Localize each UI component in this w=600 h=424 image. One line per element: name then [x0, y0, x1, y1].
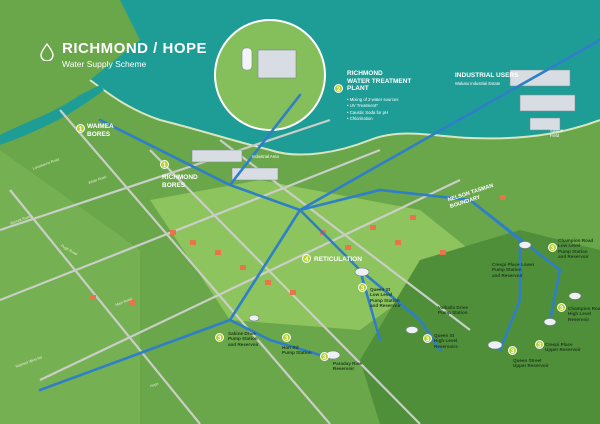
badge-richmond: 1 — [160, 160, 169, 169]
label-industrial-users: INDUSTRIAL USERS — [455, 72, 519, 79]
badge-paraday: 3 — [320, 352, 329, 361]
label-paraday: Paraday Rise Reservoir — [333, 361, 362, 372]
label-hart-rd: Hart Rd Pump Station — [282, 345, 312, 356]
badge-crespi-upper: 3 — [535, 340, 544, 349]
badge-queen-upper: 3 — [508, 346, 517, 355]
map-title: RICHMOND / HOPE — [62, 40, 208, 57]
label-saxton-field: Saxton Field — [550, 128, 564, 139]
reservoirs — [248, 241, 582, 360]
badge-queen-low: 3 — [358, 283, 367, 292]
treatment-tank — [241, 47, 253, 71]
badge-queen-high: 3 — [423, 334, 432, 343]
label-queen-high: Queen St High Level Reservoirs — [434, 333, 458, 349]
label-reticulation: RETICULATION — [314, 256, 362, 263]
hills — [360, 230, 600, 424]
plant-step: Caustic Soda for pH — [347, 110, 398, 116]
label-treatment-plant: RICHMOND WATER TREATMENT PLANT — [347, 70, 412, 92]
label-waimea-bores: WAIMEA BORES — [87, 123, 114, 138]
badge-champion-low: 3 — [548, 243, 557, 252]
badge-champion-high: 3 — [557, 303, 566, 312]
label-queen-upper: Queen Street Upper Reservoir — [513, 358, 549, 369]
label-crespi-lower: Crespi Place Lower Pump Station and Rese… — [492, 262, 535, 278]
badge-sabine: 3 — [215, 333, 224, 342]
water-drop-icon — [40, 43, 54, 61]
water-pipes — [38, 38, 600, 392]
treatment-plant-building — [257, 49, 297, 79]
label-queen-low: Queen St Low Level Pump Station and Rese… — [370, 287, 401, 309]
label-valhalla: Valhalla Drive Pump Station — [438, 305, 468, 316]
label-industrial-area: Industrial Area — [252, 154, 279, 159]
road-network — [0, 109, 471, 424]
plant-step: UV Treatment* — [347, 103, 398, 109]
estuary — [0, 85, 104, 145]
plant-step: Mixing of 2 water sources — [347, 97, 399, 103]
sea-area — [90, 0, 600, 155]
label-richmond-bores: RICHMOND BORES — [162, 174, 198, 189]
badge-reticulation: 4 — [302, 254, 311, 263]
badge-waimea: 1 — [76, 124, 85, 133]
coastline — [89, 79, 600, 156]
badge-plant: 2 — [334, 84, 343, 93]
label-champion-low: Champion Road Low Level Pump Station and… — [558, 238, 594, 260]
label-industrial-estate: Wakatu Industrial Estate — [455, 81, 501, 86]
map-subtitle: Water Supply Scheme — [62, 59, 147, 69]
industrial-buildings — [191, 69, 576, 181]
label-crespi-upper: Crespi Place Upper Reservoir — [545, 342, 581, 353]
plant-step: Chlorination — [347, 116, 398, 122]
badge-hart: 3 — [282, 333, 291, 342]
label-champion-high: Champion Road High Level Reservoir — [568, 306, 600, 322]
label-sabine: Sabine Drive Pump Station and Reservoir — [228, 331, 259, 347]
plant-steps-list: Mixing of 2 water sources UV Treatment* … — [347, 97, 399, 123]
